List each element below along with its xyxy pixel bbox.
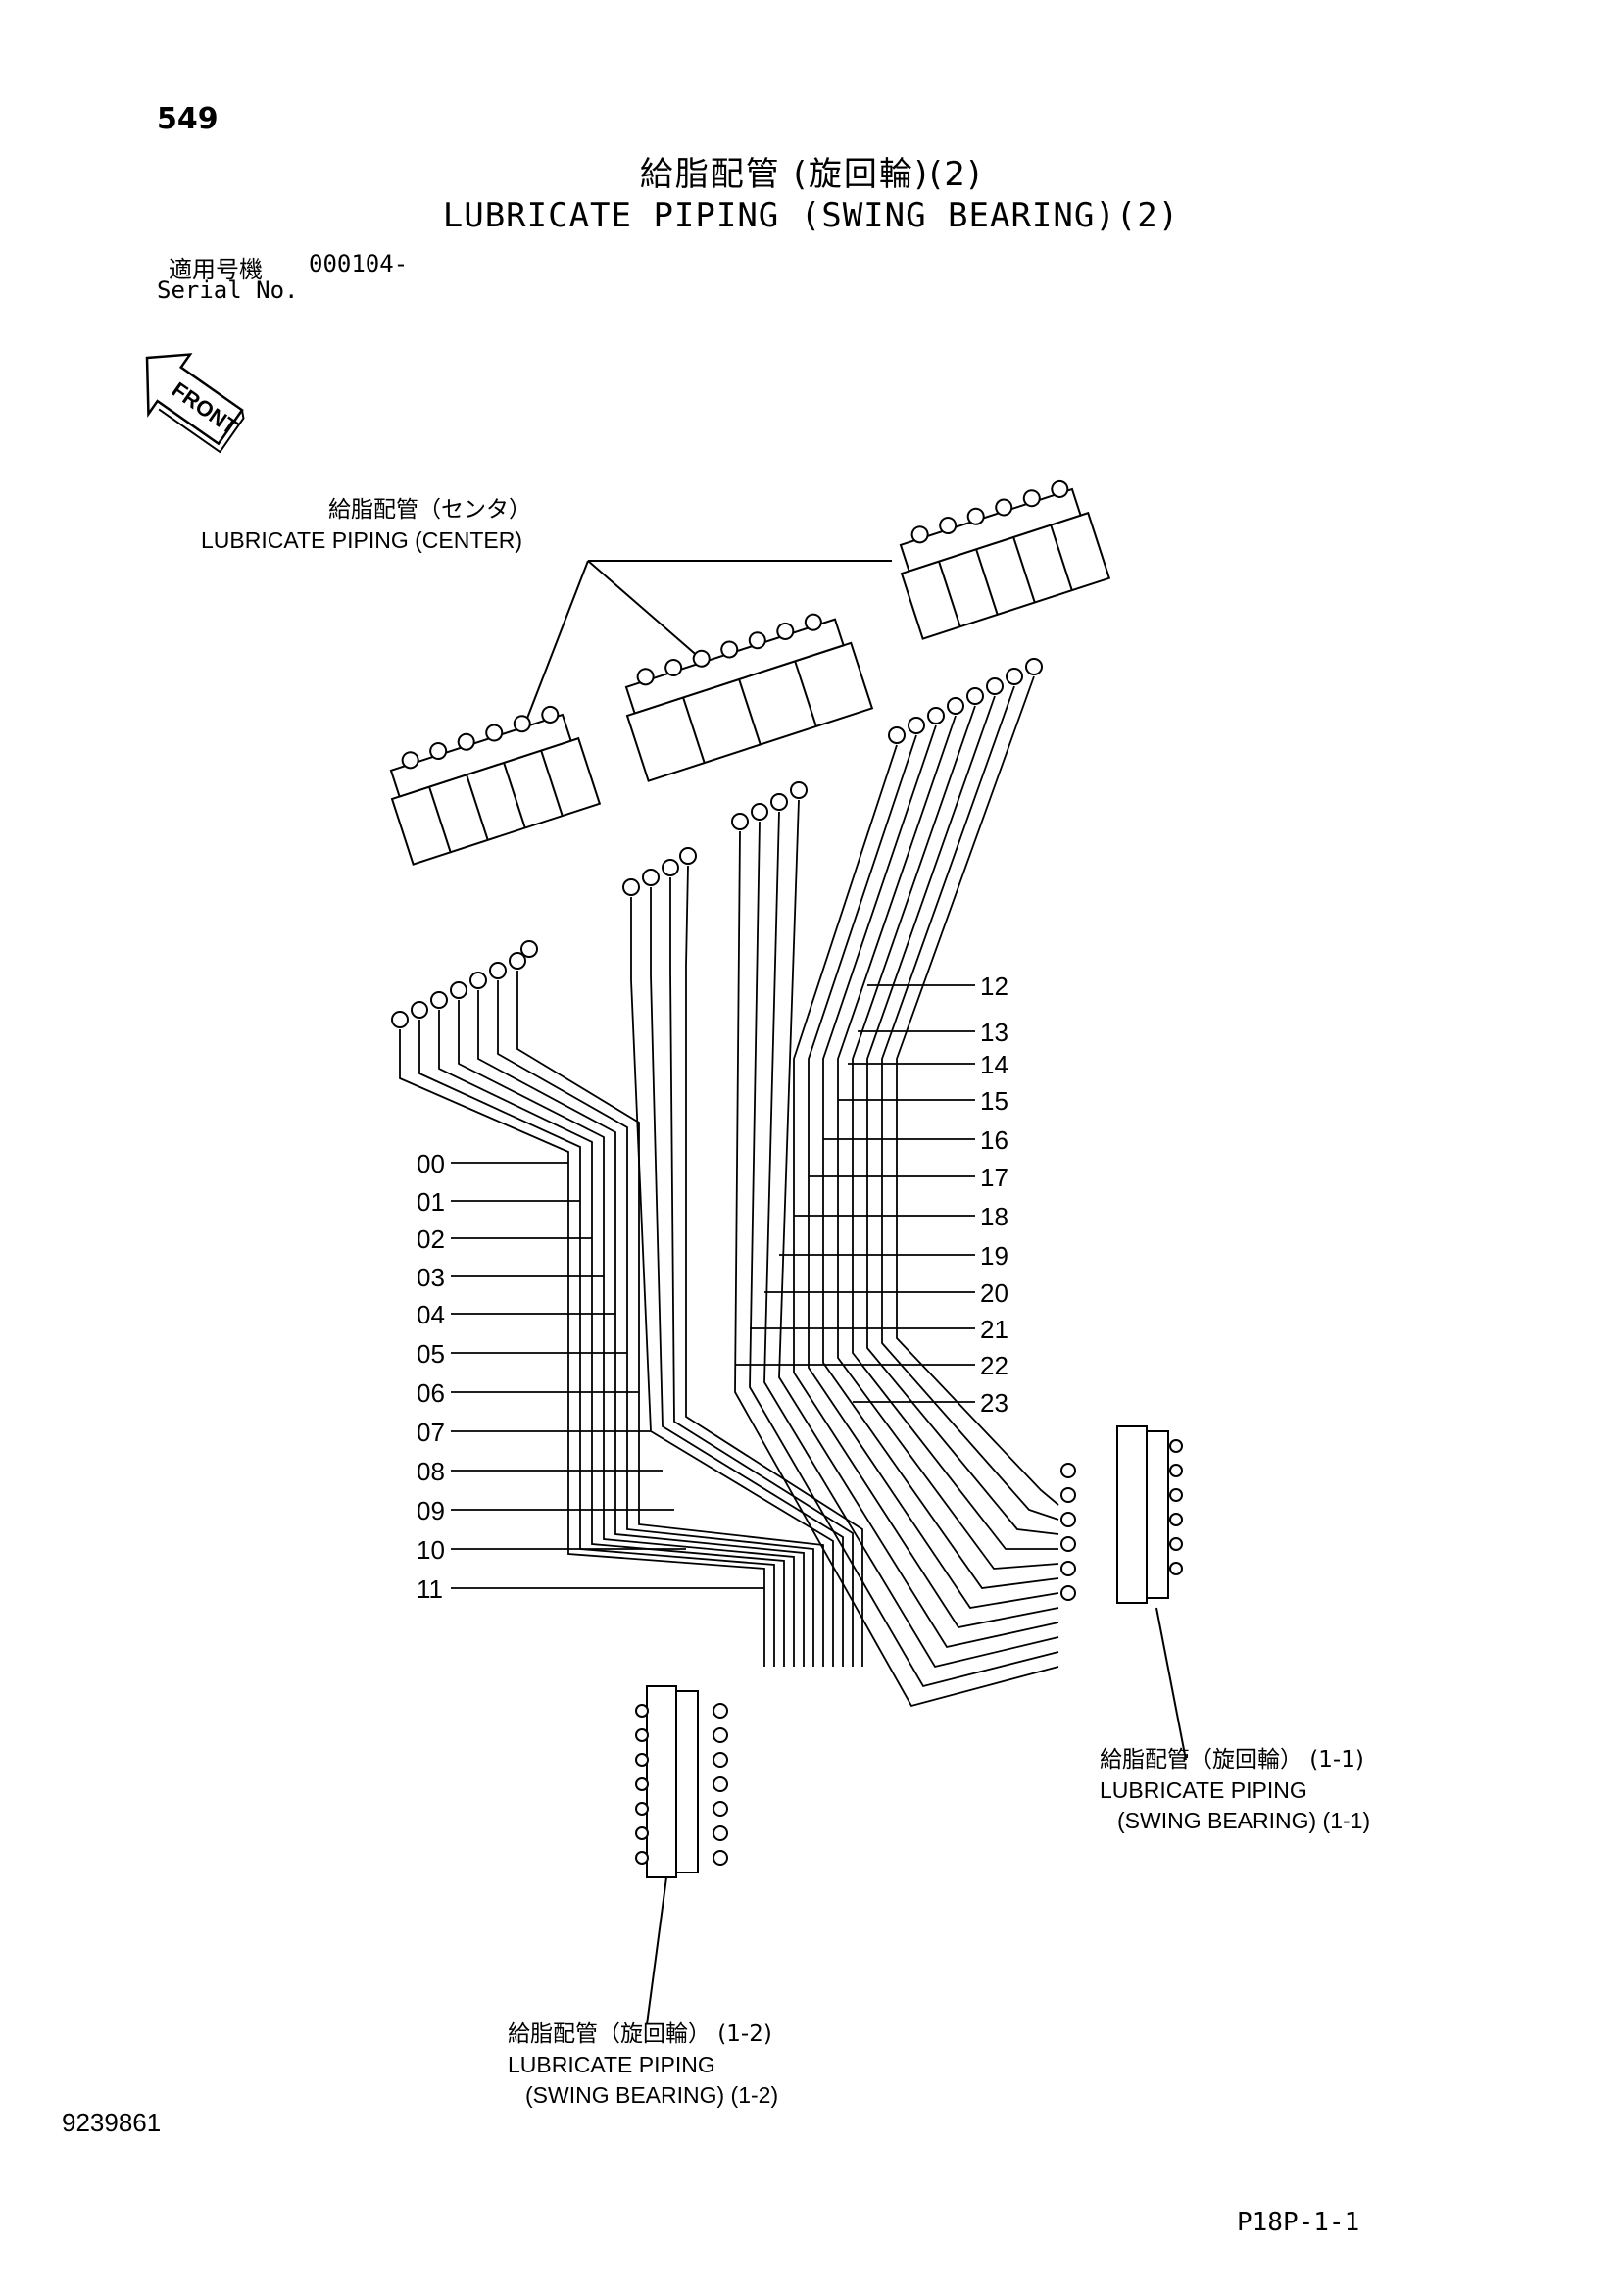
callout-02: 02 [417,1224,445,1254]
callout-20: 20 [980,1278,1008,1308]
manifold-block [389,705,602,866]
title-english: LUBRICATE PIPING (SWING BEARING)(2) [442,196,1180,235]
callout-14: 14 [980,1050,1008,1079]
callout-21: 21 [980,1315,1008,1344]
callout-10: 10 [417,1535,445,1565]
callout-04: 04 [417,1300,445,1329]
label-center-japanese: 給脂配管（センタ） [328,497,531,523]
callout-17: 17 [980,1163,1008,1192]
serial-number-value: 000104- [309,250,409,277]
callout-03: 03 [417,1263,445,1292]
callout-01: 01 [417,1187,445,1217]
front-arrow-icon: FRONT [145,353,245,454]
serial-label-japanese: 適用号機 [169,256,263,283]
callout-leaders-right [735,984,975,1403]
callout-15: 15 [980,1086,1008,1116]
callout-08: 08 [417,1457,445,1486]
callout-22: 22 [980,1351,1008,1380]
label-swing-1-2-japanese: 給脂配管（旋回輪） (1-2) [508,2021,772,2047]
serial-label-english: Serial No. [157,276,299,304]
label-swing-1-1-japanese: 給脂配管（旋回輪） (1-1) [1100,1747,1364,1772]
callout-12: 12 [980,972,1008,1001]
callout-23: 23 [980,1388,1008,1418]
document-number: 9239861 [62,2108,162,2137]
callout-06: 06 [417,1378,445,1408]
pipe-bundle-right [734,675,1059,1708]
callout-09: 09 [417,1496,445,1525]
title-japanese: 給脂配管 (旋回輪)(2) [639,155,983,194]
label-swing-1-1-english-2: (SWING BEARING) (1-1) [1117,1808,1371,1833]
label-swing-1-1-english-1: LUBRICATE PIPING [1100,1777,1307,1803]
sheet-code: P18P-1-1 [1237,2208,1360,2237]
callout-05: 05 [417,1339,445,1369]
swing-manifold-1-2 [635,1685,728,1878]
callout-16: 16 [980,1125,1008,1155]
callout-19: 19 [980,1241,1008,1271]
callout-07: 07 [417,1418,445,1447]
callout-leaders-left [451,1162,764,1589]
label-center-english: LUBRICATE PIPING (CENTER) [201,527,522,553]
manifold-block [899,479,1111,640]
callout-18: 18 [980,1202,1008,1231]
label-swing-1-2-english-1: LUBRICATE PIPING [508,2052,715,2077]
manifold-block [624,613,874,782]
label-swing-1-2-english-2: (SWING BEARING) (1-2) [525,2082,779,2108]
callout-00: 00 [417,1149,445,1178]
swing-manifold-1-1 [1060,1425,1183,1604]
callout-13: 13 [980,1018,1008,1047]
fittings-left [391,658,1043,1028]
callout-11: 11 [417,1574,443,1604]
page-number: 549 [157,102,219,136]
